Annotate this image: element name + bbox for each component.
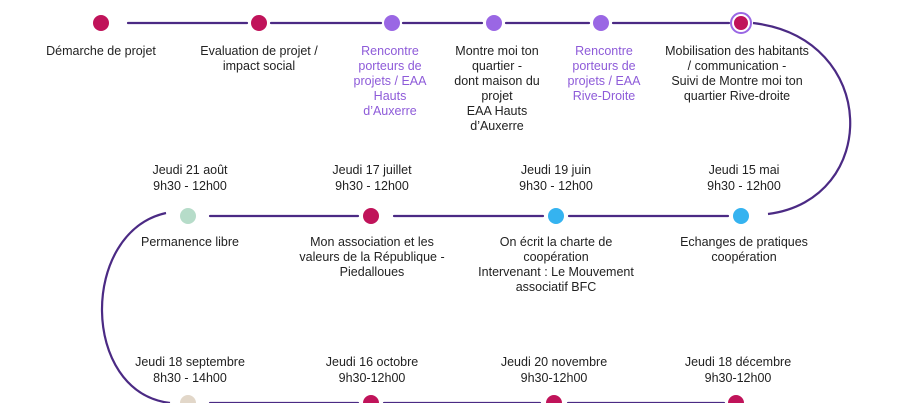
row2-node (363, 208, 379, 224)
label-line: quartier - (471, 59, 523, 73)
label-line: Suivi de Montre moi ton (671, 74, 803, 88)
label-line: valeurs de la République - (299, 250, 445, 264)
label-line: projet (481, 89, 513, 103)
label-line: coopération (523, 250, 589, 264)
label-line: On écrit la charte de (499, 235, 613, 249)
label-line: projets / EAA (567, 74, 641, 88)
label-line: Intervenant : Le Mouvement (478, 265, 634, 279)
row2-label-0: Permanence libre (141, 235, 239, 250)
label-line: associatif BFC (515, 280, 597, 294)
label-line: Permanence libre (141, 235, 239, 249)
row2-node (548, 208, 564, 224)
row3-node (180, 395, 196, 403)
label-line: Piedalloues (339, 265, 405, 279)
label-line: Mobilisation des habitants (665, 44, 809, 58)
label-line: dont maison du (454, 74, 540, 88)
label-line: EAA Hauts (466, 104, 528, 118)
label-line: impact social (222, 59, 296, 73)
row3-node (363, 395, 379, 403)
row3-node (728, 395, 744, 403)
track-curve (101, 211, 171, 403)
label-line: Rencontre (575, 44, 633, 58)
label-line: / communication - (687, 59, 787, 73)
row1-node (486, 15, 502, 31)
row1-node-ring (730, 12, 752, 34)
row1-node (593, 15, 609, 31)
row1-label-0: Démarche de projet (46, 44, 156, 59)
row3-node (546, 395, 562, 403)
label-line: Démarche de projet (46, 44, 156, 58)
label-line: d’Auxerre (470, 119, 524, 133)
label-line: Rive-Droite (572, 89, 636, 103)
label-line: Hauts (373, 89, 407, 103)
track-curve (752, 21, 852, 216)
label-line: projets / EAA (353, 74, 427, 88)
row1-node (734, 16, 748, 30)
label-line: coopération (711, 250, 777, 264)
row1-node (384, 15, 400, 31)
label-line: d’Auxerre (363, 104, 417, 118)
label-line: porteurs de (572, 59, 636, 73)
label-line: Rencontre (361, 44, 419, 58)
row1-label-1: Evaluation de projet /impact social (200, 44, 317, 74)
row2-node (180, 208, 196, 224)
row1-node (251, 15, 267, 31)
row1-label-5: Mobilisation des habitants/ communicatio… (665, 44, 809, 104)
row2-node (733, 208, 749, 224)
row1-node (93, 15, 109, 31)
label-line: Montre moi ton (455, 44, 539, 58)
label-line: Mon association et les (310, 235, 434, 249)
label-line: Evaluation de projet / (200, 44, 318, 58)
label-line: porteurs de (358, 59, 422, 73)
label-line: Echanges de pratiques (680, 235, 808, 249)
label-line: quartier Rive-droite (683, 89, 791, 103)
